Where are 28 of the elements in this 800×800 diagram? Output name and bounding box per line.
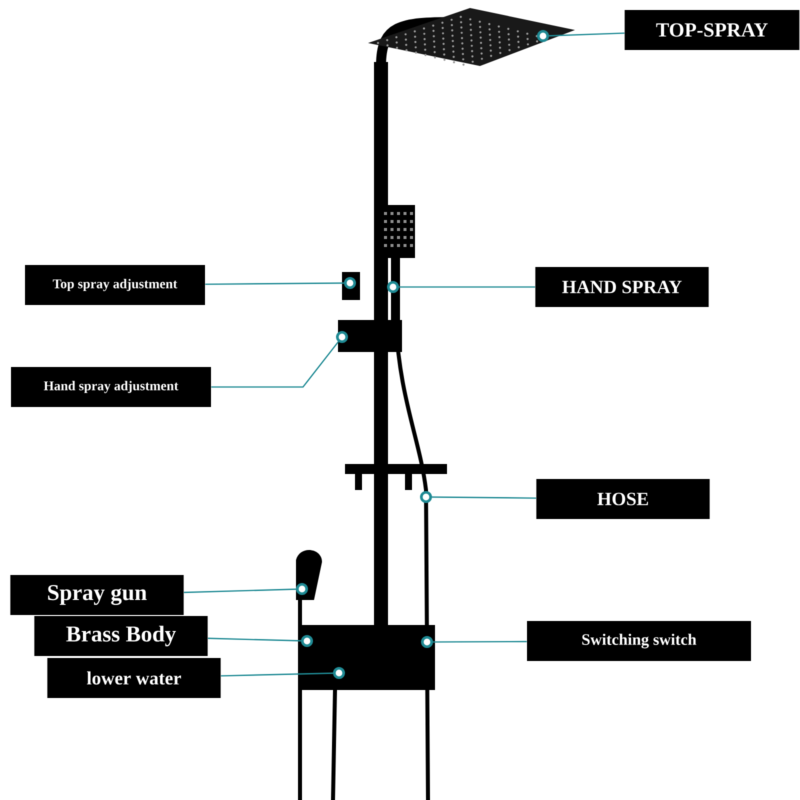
leader-line: [399, 286, 536, 288]
callout-dot: [336, 331, 348, 343]
label-box: TOP-SPRAY: [624, 10, 800, 50]
callout-dot: [421, 636, 433, 648]
leader-line: [208, 638, 302, 642]
callout-dot: [387, 281, 399, 293]
node-label: Brass Body: [66, 626, 176, 646]
callout-dot: [333, 667, 345, 679]
leader-line: [433, 640, 527, 643]
callout-dot: [537, 30, 549, 42]
label-box: Brass Body: [34, 616, 208, 656]
label-box: Switching switch: [527, 621, 751, 661]
label-box: Top spray adjustment: [25, 265, 205, 305]
label-box: Hand spray adjustment: [11, 367, 211, 407]
label-box: HOSE: [536, 479, 710, 519]
label-box: Spray gun: [10, 575, 184, 615]
leader-line: [205, 282, 344, 285]
leader-line: [548, 32, 624, 36]
leader-line: [220, 672, 334, 677]
callout-dot: [296, 583, 308, 595]
label-box: lower water: [47, 658, 221, 698]
label-box: HAND SPRAY: [535, 267, 709, 307]
leader-line: [432, 496, 536, 499]
callout-dot: [344, 277, 356, 289]
callout-dot: [301, 635, 313, 647]
callout-dot: [420, 491, 432, 503]
node-label: Spray gun: [48, 585, 147, 606]
leader-line: [184, 588, 296, 594]
